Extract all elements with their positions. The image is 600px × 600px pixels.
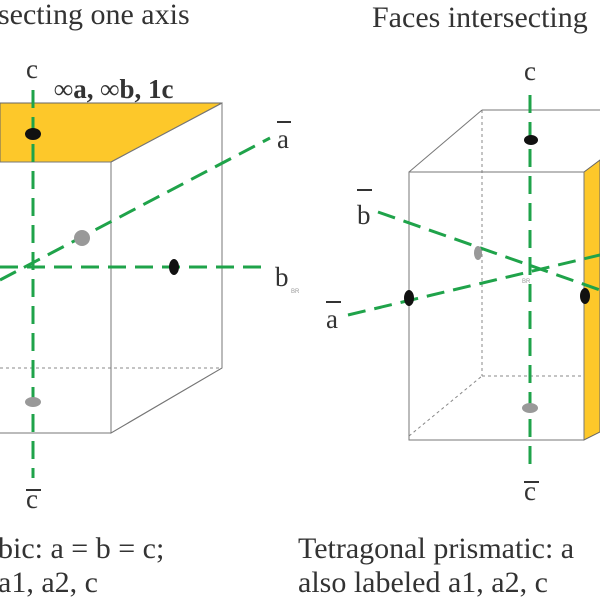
left-a-axis (0, 136, 271, 282)
left-a-bar-label: a (277, 124, 289, 154)
left-b-label: b (275, 262, 289, 292)
right-b-bar-label: b (357, 200, 371, 230)
left-c-bottom-label: c (26, 484, 38, 514)
right-bottom-intercept (522, 403, 538, 413)
left-watermark: BR (291, 289, 300, 295)
left-axes (0, 90, 271, 478)
right-a-intercept (404, 290, 414, 306)
right-b-axis (377, 210, 600, 292)
right-hidden-diagonal (408, 375, 483, 437)
right-watermark: BR (522, 279, 531, 285)
left-top-intercept (25, 128, 41, 140)
right-crystal (408, 109, 600, 441)
right-caption-line1: Tetragonal prismatic: a (298, 532, 574, 565)
left-c-top-label: c (26, 54, 38, 84)
left-crystal (0, 102, 223, 434)
right-top-left-edge (408, 109, 483, 173)
left-header: secting one axis (0, 0, 190, 31)
right-front-face (408, 171, 585, 441)
right-c-top-label: c (524, 56, 536, 86)
right-axes (347, 95, 600, 470)
left-caption-line2: a1, a2, c (0, 566, 98, 599)
right-b-back-intercept (474, 246, 482, 260)
right-c-bottom-label: c (524, 476, 536, 506)
right-top-intercept (524, 135, 538, 145)
right-a-axis (347, 253, 600, 317)
right-header: Faces intersecting (372, 1, 588, 34)
right-caption-line2: also labeled a1, a2, c (298, 566, 548, 599)
left-b-intercept (169, 259, 179, 275)
left-bottom-edge (110, 367, 223, 434)
left-bottom-intercept (25, 397, 41, 407)
right-a-bar-label: a (326, 304, 338, 334)
left-caption-line1: bic: a = b = c; (0, 532, 164, 565)
left-a-intercept (74, 230, 90, 246)
left-face-indices: ∞a, ∞b, 1c (54, 74, 174, 104)
right-b-front-intercept (580, 288, 590, 304)
